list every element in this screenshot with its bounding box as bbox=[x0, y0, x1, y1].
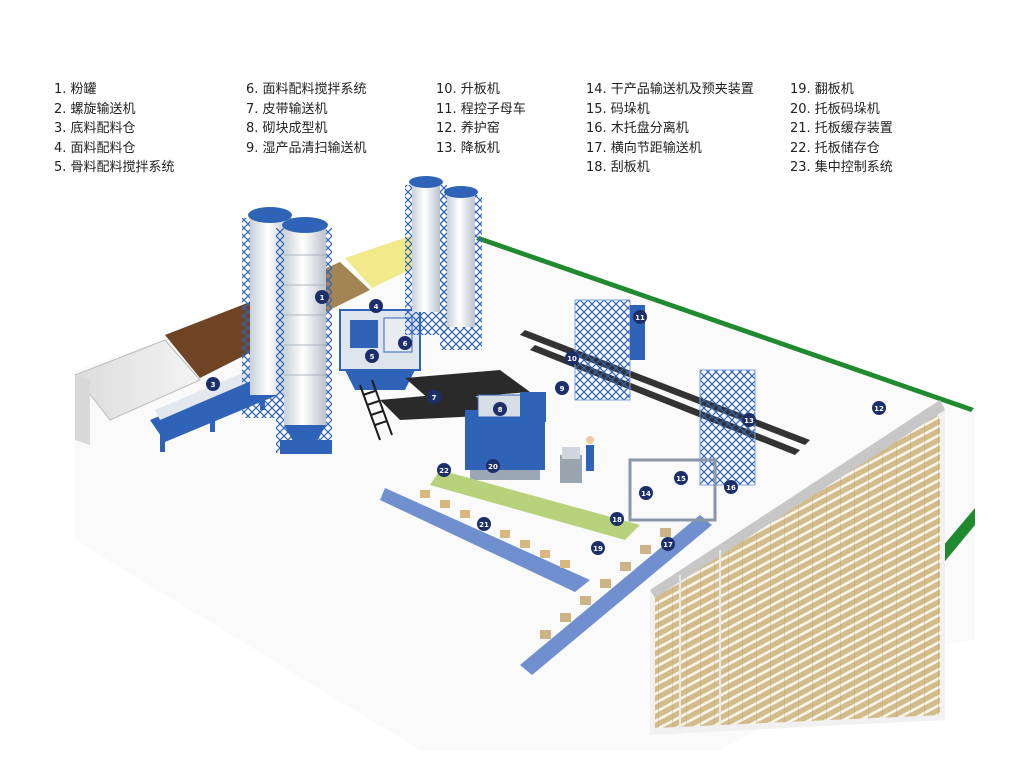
svg-text:21: 21 bbox=[479, 521, 489, 529]
legend-item: 3. 底料配料仓 bbox=[54, 121, 136, 136]
stairs bbox=[359, 379, 393, 441]
svg-text:15: 15 bbox=[676, 475, 686, 483]
marker-20: 20 bbox=[486, 459, 500, 473]
legend: 1. 粉罐 2. 螺旋输送机 3. 底料配料仓 4. 面料配料仓 5. 骨料配料… bbox=[0, 0, 1010, 190]
legend-item: 11. 程控子母车 bbox=[436, 101, 526, 117]
legend-item: 22. 托板储存仓 bbox=[790, 140, 880, 156]
aggregate-bin-grey bbox=[74, 339, 201, 421]
svg-text:22: 22 bbox=[439, 467, 449, 475]
legend-item: 6. 面料配料搅拌系统 bbox=[246, 82, 367, 97]
legend-item: 17. 横向节距输送机 bbox=[586, 140, 702, 156]
marker-21: 21 bbox=[477, 517, 491, 531]
legend-item: 18. 刮板机 bbox=[586, 160, 650, 175]
marker-12: 12 bbox=[872, 401, 886, 415]
legend-column-5: 19. 翻板机 20. 托板码垛机 21. 托板缓存装置 22. 托板储存仓 2… bbox=[790, 80, 893, 178]
marker-10: 10 bbox=[565, 351, 579, 365]
wet-product-conveyor bbox=[430, 470, 640, 540]
legend-column-2: 6. 面料配料搅拌系统 7. 皮带输送机 8. 砌块成型机 9. 湿产品清扫输送… bbox=[246, 80, 367, 158]
legend-item: 21. 托板缓存装置 bbox=[790, 121, 893, 136]
marker-19: 19 bbox=[591, 541, 605, 555]
legend-item: 12. 养护窑 bbox=[436, 121, 500, 136]
legend-item: 2. 螺旋输送机 bbox=[54, 101, 136, 117]
svg-text:17: 17 bbox=[663, 541, 673, 549]
svg-text:6: 6 bbox=[403, 340, 408, 348]
marker-8: 8 bbox=[493, 402, 507, 416]
marker-6: 6 bbox=[398, 336, 412, 350]
svg-text:10: 10 bbox=[567, 355, 577, 363]
svg-text:19: 19 bbox=[593, 545, 603, 553]
legend-item: 20. 托板码垛机 bbox=[790, 101, 880, 117]
curing-racks bbox=[650, 400, 945, 735]
legend-item: 1. 粉罐 bbox=[54, 82, 97, 97]
legend-item: 8. 砌块成型机 bbox=[246, 121, 328, 136]
legend-item: 10. 升板机 bbox=[436, 82, 500, 97]
lowerator bbox=[699, 369, 756, 486]
svg-text:9: 9 bbox=[560, 385, 565, 393]
svg-text:16: 16 bbox=[726, 484, 736, 492]
svg-text:7: 7 bbox=[432, 394, 437, 402]
cement-silo-group-right bbox=[405, 176, 482, 350]
legend-column-3: 10. 升板机 11. 程控子母车 12. 养护窑 13. 降板机 bbox=[436, 80, 526, 158]
marker-14: 14 bbox=[639, 486, 653, 500]
svg-text:18: 18 bbox=[612, 516, 622, 524]
marker-3: 3 bbox=[206, 377, 220, 391]
marker-9: 9 bbox=[555, 381, 569, 395]
marker-13: 13 bbox=[742, 413, 756, 427]
svg-text:4: 4 bbox=[374, 303, 379, 311]
legend-item: 19. 翻板机 bbox=[790, 82, 854, 97]
svg-text:5: 5 bbox=[370, 353, 375, 361]
marker-18: 18 bbox=[610, 512, 624, 526]
legend-item: 16. 木托盘分离机 bbox=[586, 121, 689, 136]
legend-item: 23. 集中控制系统 bbox=[790, 160, 893, 175]
marker-16: 16 bbox=[724, 480, 738, 494]
marker-11: 11 bbox=[633, 310, 647, 324]
legend-item: 7. 皮带输送机 bbox=[246, 101, 328, 117]
marker-17: 17 bbox=[661, 537, 675, 551]
svg-text:20: 20 bbox=[488, 463, 498, 471]
svg-text:3: 3 bbox=[211, 381, 216, 389]
marker-5: 5 bbox=[365, 349, 379, 363]
svg-text:8: 8 bbox=[498, 406, 503, 414]
marker-22: 22 bbox=[437, 463, 451, 477]
svg-text:1: 1 bbox=[320, 294, 325, 302]
cuber-frame bbox=[628, 458, 717, 522]
legend-column-1: 1. 粉罐 2. 螺旋输送机 3. 底料配料仓 4. 面料配料仓 5. 骨料配料… bbox=[54, 80, 175, 178]
svg-text:13: 13 bbox=[744, 417, 754, 425]
pallet-return-line bbox=[380, 488, 590, 592]
cement-silo-group-left bbox=[242, 207, 332, 454]
dry-product-line bbox=[520, 515, 712, 675]
bin-wall bbox=[75, 375, 90, 445]
dry-product-pallets bbox=[540, 528, 671, 639]
legend-item: 4. 面料配料仓 bbox=[54, 140, 136, 156]
boundary-line-top bbox=[476, 236, 974, 412]
svg-text:12: 12 bbox=[874, 405, 884, 413]
legend-column-4: 14. 干产品输送机及预夹装置 15. 码垛机 16. 木托盘分离机 17. 横… bbox=[586, 80, 754, 178]
legend-item: 5. 骨料配料搅拌系统 bbox=[54, 160, 175, 175]
legend-item: 13. 降板机 bbox=[436, 140, 500, 156]
legend-item: 14. 干产品输送机及预夹装置 bbox=[586, 82, 754, 97]
marker-15: 15 bbox=[674, 471, 688, 485]
control-station bbox=[560, 436, 594, 483]
svg-text:11: 11 bbox=[635, 314, 645, 322]
legend-item: 9. 湿产品清扫输送机 bbox=[246, 140, 367, 156]
marker-7: 7 bbox=[427, 390, 441, 404]
svg-text:14: 14 bbox=[641, 490, 651, 498]
legend-item: 15. 码垛机 bbox=[586, 101, 650, 117]
marker-4: 4 bbox=[369, 299, 383, 313]
marker-1: 1 bbox=[315, 290, 329, 304]
